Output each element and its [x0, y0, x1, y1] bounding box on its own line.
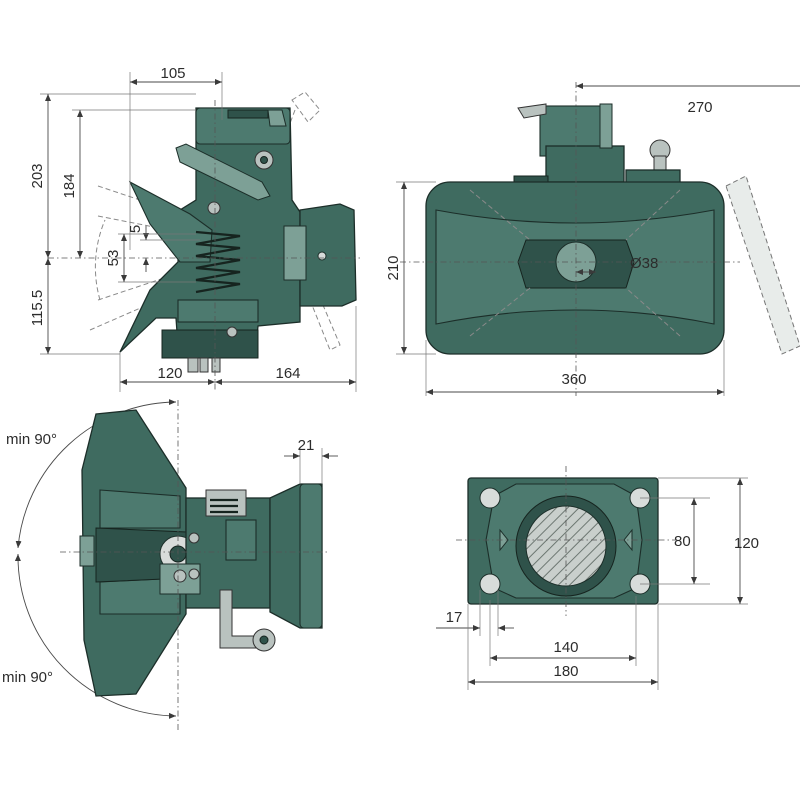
top-ghost-lever	[725, 175, 800, 355]
swing-arc-up	[15, 399, 177, 549]
dim-5: 5	[127, 225, 200, 272]
dim-270-label: 270	[687, 99, 712, 116]
dim-105-label: 105	[160, 65, 185, 82]
bolt-hole	[479, 487, 501, 509]
dim-plate-120: 120	[658, 477, 759, 605]
front-mechanism	[159, 483, 323, 652]
dim-5-label: 5	[127, 225, 144, 233]
swing-up-label: min 90°	[6, 431, 57, 448]
dim-bore: Ø38	[576, 255, 658, 275]
dim-53-label: 53	[105, 250, 122, 267]
swing-arc-down	[14, 553, 177, 719]
front-view: min 90° min 90°	[2, 399, 338, 730]
dim-115-5-label: 115.5	[29, 290, 46, 326]
dim-17: 17	[436, 590, 514, 636]
dim-bore-label: Ø38	[630, 255, 658, 272]
dim-203: 203	[29, 93, 196, 355]
dim-17-label: 17	[446, 609, 463, 626]
dim-360-label: 360	[561, 371, 586, 388]
dim-360: 360	[425, 340, 725, 396]
dim-180: 180	[467, 604, 659, 690]
hitch-body-side	[119, 107, 357, 373]
dim-184: 184	[61, 109, 196, 258]
dim-105: 105	[129, 65, 223, 250]
dim-210-label: 210	[385, 255, 402, 280]
dim-184-label: 184	[61, 173, 78, 198]
top-plate	[425, 181, 725, 355]
front-funnel	[79, 409, 197, 697]
dim-164-label: 164	[275, 365, 300, 382]
dim-53: 53	[105, 233, 196, 283]
top-view: 270 210 Ø38 360	[385, 82, 800, 396]
dim-80: 80	[640, 497, 710, 585]
flange-plate-view: 80 120 17 140 180	[436, 466, 759, 690]
dim-80-label: 80	[674, 533, 691, 550]
dim-plate-120-label: 120	[734, 535, 759, 552]
dim-140-label: 140	[553, 639, 578, 656]
dim-140: 140	[489, 596, 637, 666]
bolt-hole	[479, 573, 501, 595]
top-mechanism	[513, 103, 681, 187]
dim-180-label: 180	[553, 663, 578, 680]
side-view: 105 203 184 5 53	[29, 65, 360, 392]
dim-21: 21	[284, 437, 338, 484]
dim-270: 270	[576, 83, 800, 116]
dim-base: 120 164	[119, 306, 357, 392]
flange-bore-section	[525, 505, 607, 587]
dim-120-label: 120	[157, 365, 182, 382]
swing-down-label: min 90°	[2, 669, 53, 686]
dim-203-label: 203	[29, 163, 46, 188]
dim-115-5: 115.5	[29, 258, 51, 354]
dim-21-label: 21	[298, 437, 315, 454]
dim-210: 210	[385, 181, 436, 355]
